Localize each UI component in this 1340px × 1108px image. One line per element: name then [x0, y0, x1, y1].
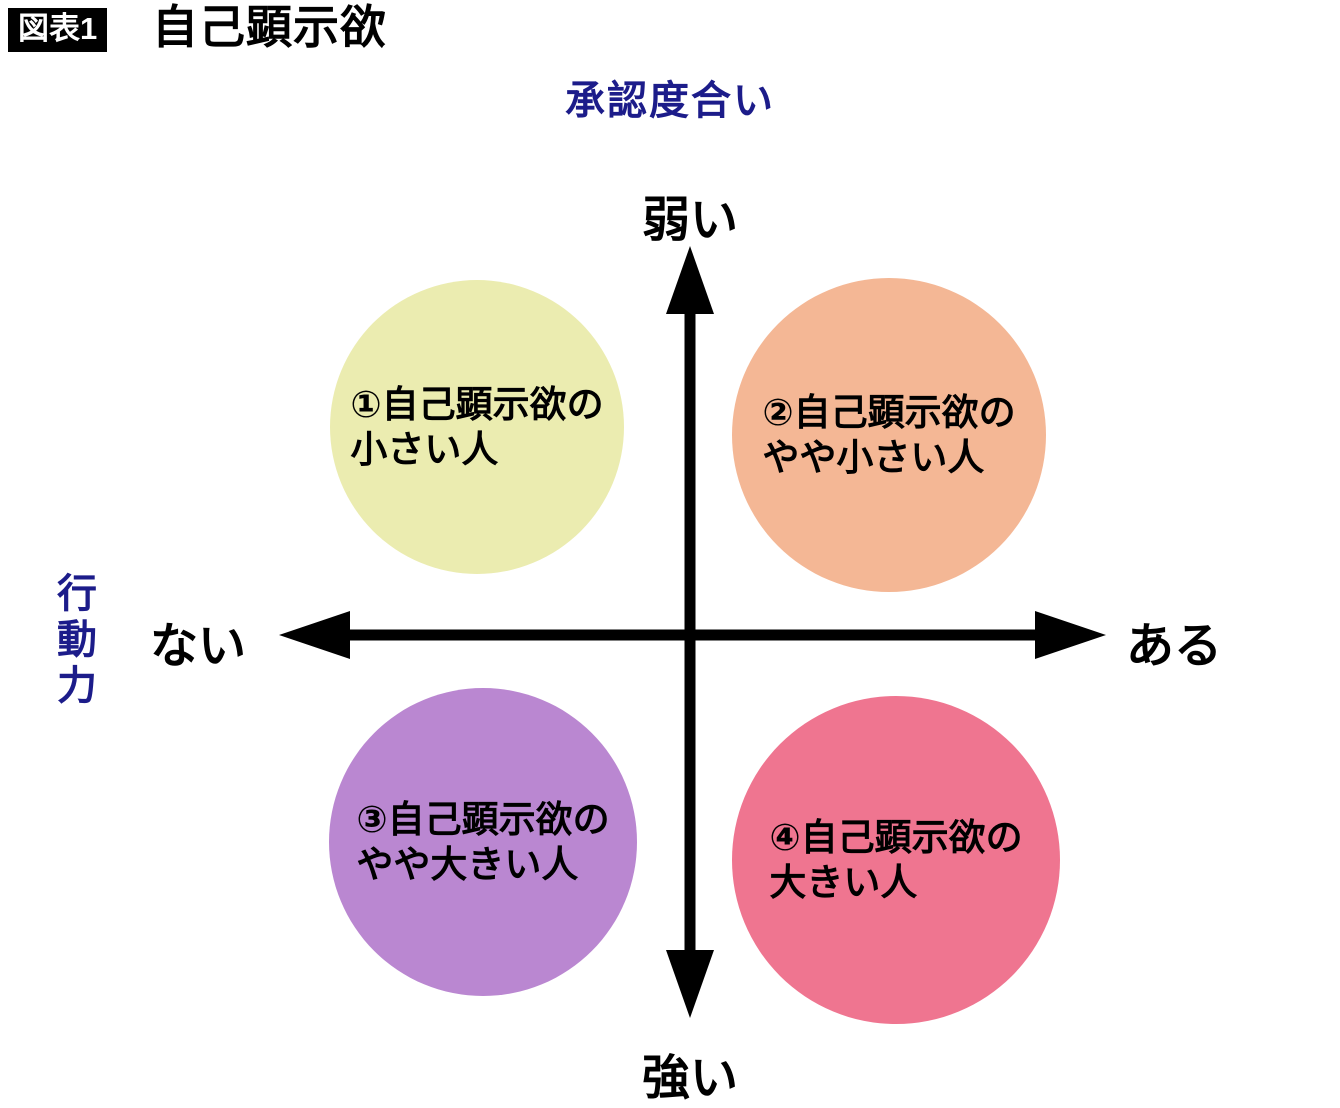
quadrant-label-1: ①自己顕示欲の 小さい人 [350, 382, 603, 472]
quadrant-label-1-line2: 小さい人 [350, 429, 499, 470]
x-axis-right-label: ある [1126, 620, 1223, 673]
y-axis-top-label: 弱い [641, 194, 738, 247]
quadrant-label-2-line2: やや小さい人 [762, 437, 985, 478]
arrowhead-left [279, 611, 350, 659]
y-axis-title: 承認度合い [565, 79, 775, 123]
quadrant-label-2-line1: ②自己顕示欲の [762, 391, 1016, 433]
y-axis-bottom-label: 強い [641, 1052, 738, 1105]
quadrant-circle-3: ③自己顕示欲の やや大きい人 [329, 688, 637, 996]
quadrant-label-2: ②自己顕示欲の やや小さい人 [762, 390, 1015, 480]
horizontal-axis-arrow [279, 611, 1106, 659]
x-axis-title: 行動力 [51, 572, 95, 710]
quadrant-label-4-line1: ④自己顕示欲の [769, 816, 1023, 858]
vertical-axis-arrow [666, 246, 714, 1018]
quadrant-label-3-line2: やや大きい人 [356, 844, 579, 885]
quadrant-label-3-line1: ③自己顕示欲の [356, 798, 610, 840]
arrowhead-down [666, 950, 714, 1018]
figure-badge: 図表1 [8, 8, 108, 53]
quadrant-circle-2: ②自己顕示欲の やや小さい人 [732, 278, 1046, 592]
arrowhead-right [1035, 611, 1106, 659]
quadrant-label-4-line2: 大きい人 [769, 862, 918, 903]
arrowhead-up [666, 246, 714, 314]
quadrant-label-3: ③自己顕示欲の やや大きい人 [356, 797, 609, 887]
quadrant-circle-4: ④自己顕示欲の 大きい人 [732, 696, 1060, 1024]
quadrant-label-4: ④自己顕示欲の 大きい人 [769, 815, 1022, 905]
quadrant-label-1-line1: ①自己顕示欲の [350, 383, 604, 425]
quadrant-circle-1: ①自己顕示欲の 小さい人 [330, 280, 624, 574]
x-axis-left-label: ない [150, 620, 247, 673]
figure-title: 自己顕示欲 [152, 1, 387, 53]
